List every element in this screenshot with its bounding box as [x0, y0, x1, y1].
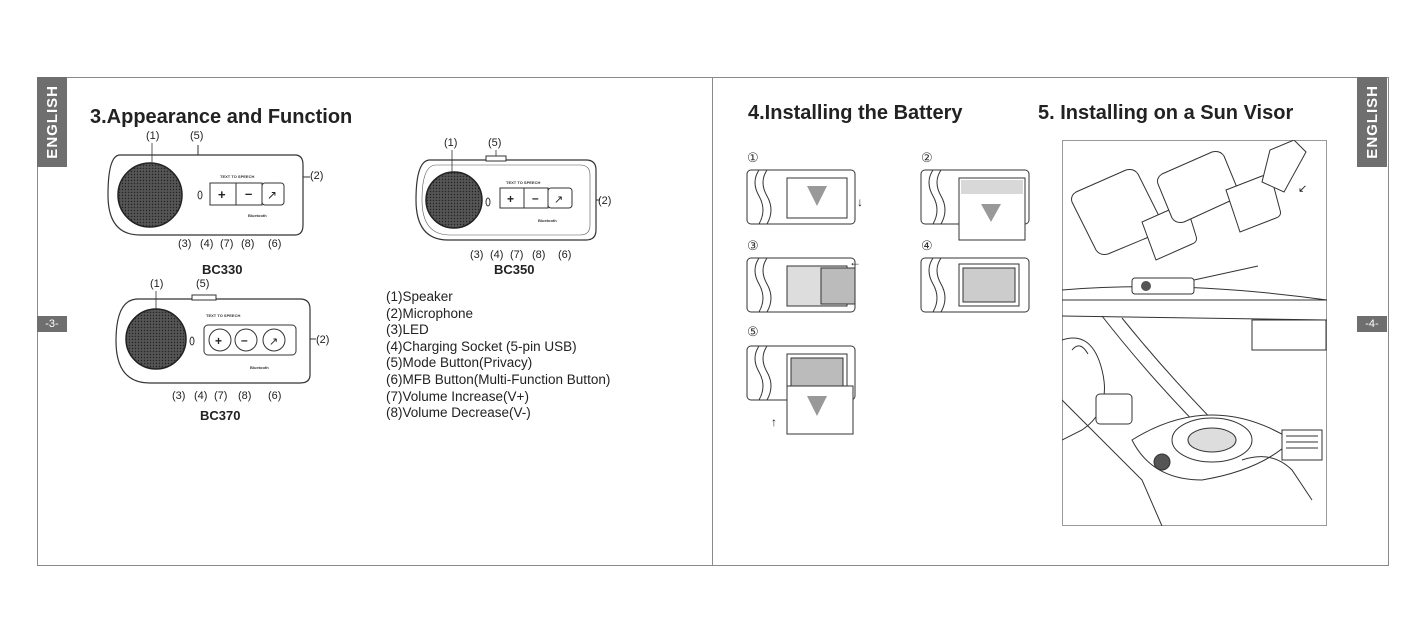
- svg-text:–: –: [532, 191, 539, 205]
- svg-text:(1): (1): [444, 137, 457, 149]
- svg-text:(1): (1): [150, 278, 163, 290]
- svg-text:(1): (1): [146, 130, 159, 142]
- step-4-number: ④: [921, 238, 933, 253]
- svg-text:(8): (8): [532, 249, 545, 261]
- arrow-down-icon: ↓: [857, 195, 863, 209]
- svg-text:Bluetooth: Bluetooth: [250, 365, 269, 370]
- svg-text:(4): (4): [490, 249, 503, 261]
- bc330-label: BC330: [202, 262, 243, 277]
- list-item: (4)Charging Socket (5-pin USB): [386, 338, 577, 354]
- sun-visor-illustration: ↙: [1062, 140, 1327, 526]
- page-number-right: -4-: [1357, 316, 1387, 332]
- language-tab-right: ENGLISH: [1357, 77, 1387, 167]
- list-item: (3)LED: [386, 322, 429, 338]
- svg-text:(3): (3): [470, 249, 483, 261]
- speaker-icon: [125, 308, 187, 370]
- svg-text:(4): (4): [194, 390, 207, 402]
- svg-text:(7): (7): [214, 390, 227, 402]
- print-brand: Bluetooth: [248, 213, 267, 218]
- svg-text:(7): (7): [510, 249, 523, 261]
- speaker-icon: [425, 171, 483, 229]
- svg-text:(8): (8): [241, 238, 254, 250]
- svg-text:(3): (3): [172, 390, 185, 402]
- print-top-label: TEXT TO SPEECH: [220, 174, 254, 179]
- step-1-number: ①: [747, 150, 759, 165]
- bc330-diagram: TEXT TO SPEECH + – ↗ Bluetooth (1) (5) (…: [107, 130, 323, 250]
- battery-heading: 4.Installing the Battery: [748, 102, 963, 124]
- svg-text:(6): (6): [268, 390, 281, 402]
- page-number-left: -3-: [37, 316, 67, 332]
- appearance-heading: 3.Appearance and Function: [90, 106, 353, 128]
- svg-text:↗: ↗: [267, 188, 277, 202]
- svg-text:(8): (8): [238, 390, 251, 402]
- step-3-number: ③: [747, 238, 759, 253]
- svg-text:+: +: [218, 187, 226, 202]
- svg-text:–: –: [245, 186, 252, 201]
- list-item: (5)Mode Button(Privacy): [386, 355, 533, 371]
- arrow-icon: ↙: [1298, 183, 1307, 195]
- step-2-number: ②: [921, 150, 933, 165]
- bc370-diagram: TEXT TO SPEECH + – ↗ Bluetooth (1) (5) (…: [115, 278, 329, 402]
- function-list: (1)Speaker (2)Microphone (3)LED (4)Charg…: [386, 289, 610, 422]
- list-item: (2)Microphone: [386, 305, 474, 321]
- list-item: (7)Volume Increase(V+): [386, 388, 529, 404]
- svg-text:–: –: [241, 333, 248, 347]
- svg-text:(2): (2): [310, 170, 323, 182]
- svg-text:+: +: [215, 334, 222, 348]
- svg-text:(6): (6): [268, 238, 281, 250]
- speaker-icon: [117, 162, 183, 228]
- svg-text:(4): (4): [200, 238, 213, 250]
- svg-text:TEXT TO SPEECH: TEXT TO SPEECH: [506, 180, 540, 185]
- svg-text:↗: ↗: [554, 194, 563, 206]
- svg-text:(3): (3): [178, 238, 191, 250]
- battery-steps-diagram: ① ↓ ② ③ ← ④ ⑤ ↑: [746, 150, 1030, 435]
- list-item: (6)MFB Button(Multi-Function Button): [386, 371, 611, 387]
- svg-text:(6): (6): [558, 249, 571, 261]
- list-item: (8)Volume Decrease(V-): [386, 405, 531, 421]
- visor-heading: 5. Installing on a Sun Visor: [1038, 102, 1294, 124]
- svg-text:TEXT TO SPEECH: TEXT TO SPEECH: [206, 313, 240, 318]
- bc350-diagram: TEXT TO SPEECH + – ↗ Bluetooth (1) (5) (…: [415, 137, 611, 261]
- svg-text:(2): (2): [316, 334, 329, 346]
- step-5-number: ⑤: [747, 324, 759, 339]
- svg-text:(5): (5): [488, 137, 501, 149]
- arrow-up-icon: ↑: [771, 415, 777, 429]
- list-item: (1)Speaker: [386, 289, 453, 304]
- bc370-label: BC370: [200, 408, 241, 423]
- svg-text:(2): (2): [598, 195, 611, 207]
- svg-text:(7): (7): [220, 238, 233, 250]
- svg-text:+: +: [507, 192, 514, 206]
- language-tab-left: ENGLISH: [37, 77, 67, 167]
- arrow-left-icon: ←: [849, 255, 861, 269]
- svg-text:(5): (5): [196, 278, 209, 290]
- svg-text:(5): (5): [190, 130, 203, 142]
- svg-text:↗: ↗: [269, 336, 278, 348]
- svg-text:Bluetooth: Bluetooth: [538, 218, 557, 223]
- bc350-label: BC350: [494, 262, 535, 277]
